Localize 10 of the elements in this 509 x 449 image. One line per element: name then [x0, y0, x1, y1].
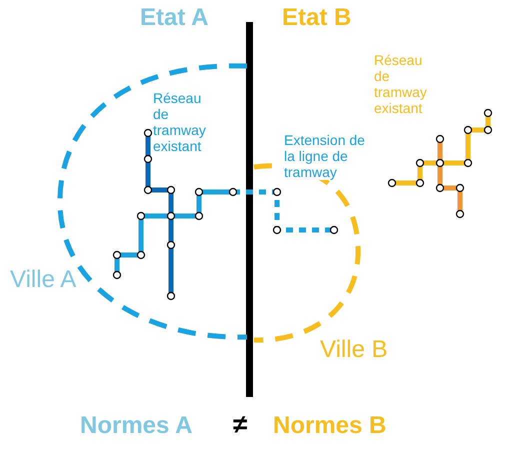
network-label: Réseau de tramway existant [153, 90, 206, 154]
standards-label: Normes B [273, 412, 386, 439]
state-name: Etat A [140, 4, 208, 31]
state-name: Etat B [282, 4, 352, 31]
not-equal-sign: ≠ [233, 409, 248, 439]
city-name: Ville B [320, 336, 388, 363]
standards-label: Normes A [80, 412, 192, 439]
city-name: Ville A [10, 266, 76, 293]
network-label: Réseau de tramway existant [374, 52, 427, 116]
extension-label: Extension de la ligne de tramway [284, 132, 365, 180]
